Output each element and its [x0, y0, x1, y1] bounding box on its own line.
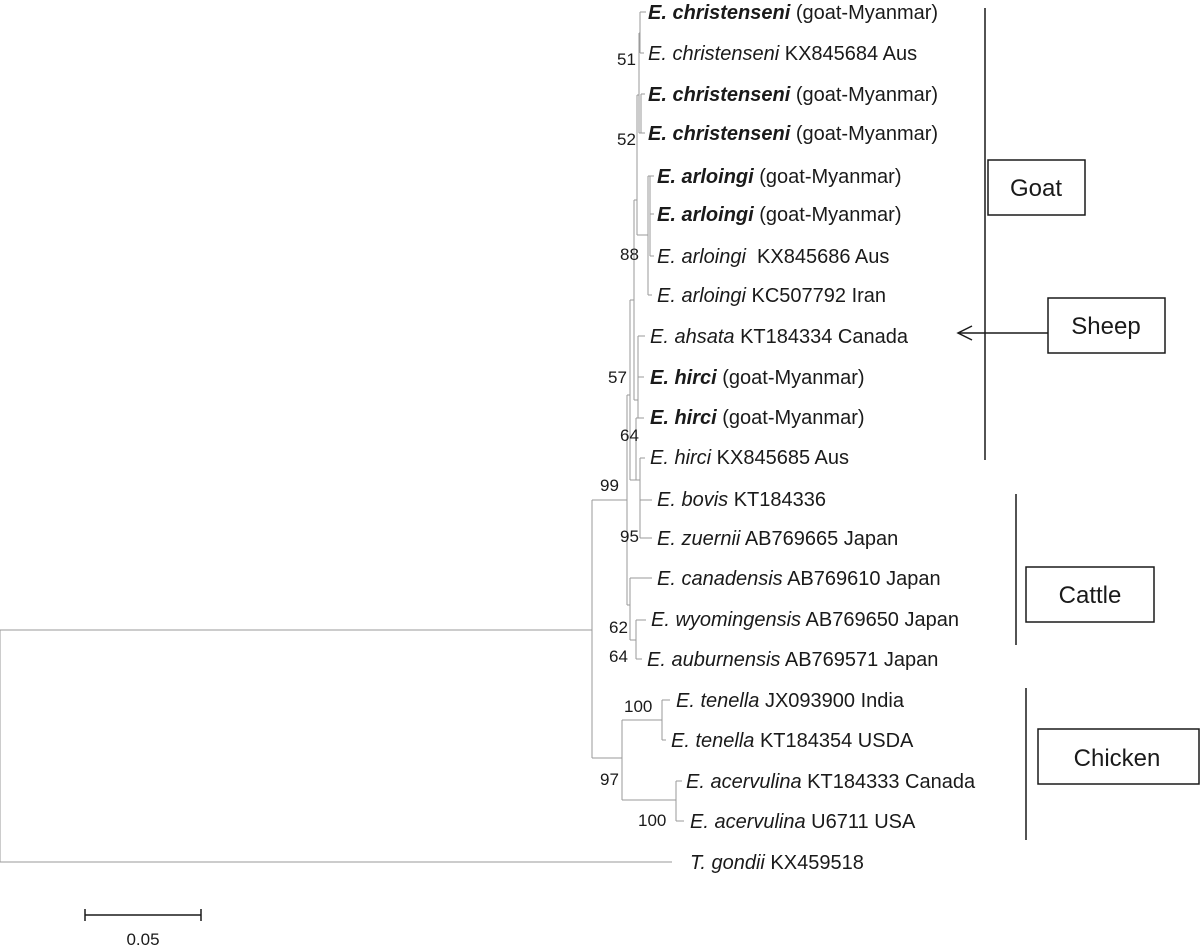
taxon-label: E. arloingi KC507792 Iran [657, 285, 886, 307]
taxon-species: E. bovis [657, 489, 728, 511]
taxon-label: E. christenseni (goat-Myanmar) [648, 84, 938, 106]
taxon-species: E. hirci [650, 447, 712, 469]
bootstrap-value: 57 [608, 368, 627, 387]
taxon-label: E. christenseni (goat-Myanmar) [648, 123, 938, 145]
taxon-species: E. arloingi [657, 246, 746, 268]
taxon-label: E. acervulina KT184333 Canada [686, 771, 976, 793]
taxon-detail: AB769610 Japan [783, 568, 941, 590]
taxon-label: E. zuernii AB769665 Japan [657, 528, 898, 550]
taxon-detail: (goat-Myanmar) [790, 123, 938, 145]
taxon-species: E. hirci [650, 367, 717, 389]
taxon-detail: KX459518 [765, 852, 864, 874]
taxon-label: E. hirci KX845685 Aus [650, 447, 849, 469]
taxon-species: E. auburnensis [647, 649, 780, 671]
taxon-detail: (goat-Myanmar) [717, 367, 865, 389]
host-groups: Goat Sheep Cattle Chicken [956, 8, 1200, 840]
taxon-detail: KX845686 Aus [746, 246, 889, 268]
taxon-label: E. hirci (goat-Myanmar) [650, 367, 865, 389]
taxon-detail: AB769650 Japan [801, 609, 959, 631]
taxon-detail: KX845685 Aus [711, 447, 849, 469]
goat-group-box [987, 159, 1086, 216]
bootstrap-value: 64 [609, 647, 628, 666]
taxon-species: E. arloingi [657, 285, 746, 307]
taxon-label: E. wyomingensis AB769650 Japan [651, 609, 959, 631]
taxon-species: E. christenseni [648, 123, 791, 145]
taxon-species: E. acervulina [690, 811, 806, 833]
taxon-label: T. gondii KX459518 [690, 852, 864, 874]
taxon-detail: KC507792 Iran [746, 285, 886, 307]
bootstrap-values: 51 52 88 57 64 99 95 62 64 100 97 100 [600, 50, 666, 830]
sheep-group-box [1047, 297, 1166, 354]
bootstrap-value: 62 [609, 618, 628, 637]
taxon-detail: KX845684 Aus [779, 43, 917, 65]
scale-bar-label: 0.05 [126, 930, 159, 949]
taxon-detail: KT184354 USDA [754, 730, 914, 752]
taxon-species: E. arloingi [657, 204, 754, 226]
taxon-species: T. gondii [690, 852, 765, 874]
taxon-species: E. christenseni [648, 2, 791, 24]
taxon-species: E. christenseni [648, 84, 791, 106]
taxon-species: E. wyomingensis [651, 609, 801, 631]
taxon-label: E. tenella KT184354 USDA [671, 730, 914, 752]
sheep-group-label: Sheep [1071, 313, 1140, 340]
taxon-label: E. arloingi (goat-Myanmar) [657, 166, 902, 188]
scale-bar: 0.05 [84, 909, 202, 949]
bootstrap-value: 99 [600, 476, 619, 495]
taxon-label: E. tenella JX093900 India [676, 690, 905, 712]
taxon-species: E. arloingi [657, 166, 754, 188]
taxon-species: E. ahsata [650, 326, 735, 348]
taxon-detail: (goat-Myanmar) [754, 166, 902, 188]
tree-branches [0, 11, 684, 863]
taxon-label: E. christenseni (goat-Myanmar) [648, 2, 938, 24]
taxon-species: E. tenella [676, 690, 759, 712]
taxon-species: E. hirci [650, 407, 717, 429]
bootstrap-value: 95 [620, 527, 639, 546]
goat-group-label: Goat [1010, 175, 1062, 202]
taxon-label: E. auburnensis AB769571 Japan [647, 649, 938, 671]
taxon-detail: AB769665 Japan [740, 528, 898, 550]
taxon-detail: JX093900 India [759, 690, 904, 712]
taxon-detail: (goat-Myanmar) [790, 84, 938, 106]
bootstrap-value: 100 [638, 811, 666, 830]
cattle-group-label: Cattle [1059, 582, 1122, 609]
taxon-label: E. arloingi KX845686 Aus [657, 246, 889, 268]
taxon-detail: AB769571 Japan [780, 649, 938, 671]
taxon-label: E. canadensis AB769610 Japan [657, 568, 941, 590]
taxon-label: E. acervulina U6711 USA [690, 811, 916, 833]
taxon-detail: KT184333 Canada [802, 771, 976, 793]
chicken-group-label: Chicken [1074, 745, 1161, 772]
taxon-species: E. zuernii [657, 528, 741, 550]
taxon-detail: KT184336 [728, 489, 826, 511]
taxon-detail: (goat-Myanmar) [754, 204, 902, 226]
bootstrap-value: 64 [620, 426, 639, 445]
taxon-label: E. arloingi (goat-Myanmar) [657, 204, 902, 226]
taxon-detail: KT184334 Canada [735, 326, 909, 348]
taxon-species: E. acervulina [686, 771, 802, 793]
taxon-detail: (goat-Myanmar) [717, 407, 865, 429]
taxon-label: E. christenseni KX845684 Aus [648, 43, 917, 65]
taxon-species: E. christenseni [648, 43, 780, 65]
taxon-label: E. ahsata KT184334 Canada [650, 326, 909, 348]
taxon-label: E. hirci (goat-Myanmar) [650, 407, 865, 429]
taxon-detail: (goat-Myanmar) [790, 2, 938, 24]
bootstrap-value: 97 [600, 770, 619, 789]
bootstrap-value: 100 [624, 697, 652, 716]
chicken-group-box [1037, 728, 1200, 785]
taxon-detail: U6711 USA [806, 811, 916, 833]
taxon-species: E. tenella [671, 730, 754, 752]
cattle-group-box [1025, 566, 1155, 623]
taxon-label: E. bovis KT184336 [657, 489, 826, 511]
bootstrap-value: 52 [617, 130, 636, 149]
taxon-labels: E. christenseni (goat-Myanmar) E. christ… [647, 2, 976, 874]
taxon-species: E. canadensis [657, 568, 783, 590]
arrow-head-icon [956, 325, 973, 341]
bootstrap-value: 88 [620, 245, 639, 264]
bootstrap-value: 51 [617, 50, 636, 69]
